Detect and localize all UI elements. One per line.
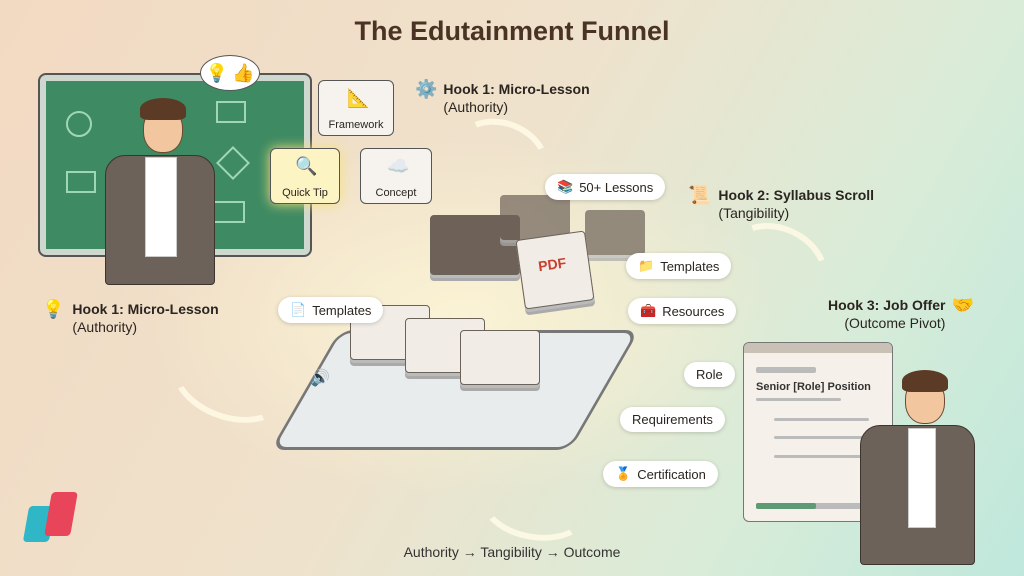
magnifier-question-icon: 🔍 [295, 156, 318, 176]
award-badge-icon: 🏅 [615, 466, 632, 481]
folder-icon: 📁 [638, 258, 655, 273]
footer-caption: Authority → Tangibility → Outcome [403, 544, 621, 560]
toolbox-icon: 🧰 [640, 303, 657, 318]
books-icon: 📚 [557, 179, 574, 194]
hook-title: Hook 1: Micro-Lesson [72, 301, 219, 317]
pdf-stack: PDF [515, 230, 595, 310]
job-position: Senior [Role] Position [756, 381, 871, 393]
templates-pill-left: 📄 Templates [278, 297, 384, 323]
cloud-icon: ☁️ [387, 156, 410, 176]
pill-label: Role [696, 367, 723, 382]
lightbulb-icon: 💡 [205, 63, 228, 83]
hook-subtitle: (Tangibility) [718, 205, 790, 221]
pill-label: Requirements [632, 412, 713, 427]
pill-label: 50+ Lessons [579, 179, 654, 195]
pill-label: Certification [637, 466, 706, 482]
handshake-icon: 🤝 [951, 295, 974, 315]
pill-label: Templates [660, 258, 720, 274]
brand-logo [22, 488, 86, 548]
framework-card: 📐 Framework [318, 80, 394, 136]
hook-2: 📜 Hook 2: Syllabus Scroll (Tangibility) [688, 186, 874, 222]
gear-icon: ⚙️ [415, 79, 438, 99]
flow-arrow [159, 321, 301, 439]
video-lesson-stack [500, 195, 570, 240]
hook-subtitle: (Authority) [72, 319, 137, 335]
resources-pill: 🧰 Resources [628, 298, 737, 324]
hook-title: Hook 1: Micro-Lesson [443, 81, 590, 97]
blueprint-icon: 📐 [347, 88, 370, 108]
quick-tip-card: 🔍 Quick Tip [270, 148, 340, 204]
hook-1-left: 💡 Hook 1: Micro-Lesson (Authority) [42, 300, 219, 336]
framework-label: Framework [328, 119, 384, 131]
scroll-icon: 📜 [688, 185, 711, 205]
pill-label: Resources [662, 303, 725, 319]
template-stack [460, 330, 540, 385]
flow-arrow [474, 460, 596, 550]
quick-tip-label: Quick Tip [282, 187, 328, 199]
certification-pill: 🏅 Certification [603, 461, 718, 487]
pill-label: Templates [312, 302, 372, 318]
video-lesson-stack [585, 210, 645, 255]
hook-title: Hook 3: Job Offer [828, 297, 946, 313]
concept-card: ☁️ Concept [360, 148, 432, 204]
thought-bubble: 💡👍 [200, 55, 260, 91]
hook-title: Hook 2: Syllabus Scroll [718, 187, 875, 203]
templates-pill-right: 📁 Templates [626, 253, 732, 279]
hook-1-top: ⚙️ Hook 1: Micro-Lesson (Authority) [415, 80, 590, 116]
hook-3: Hook 3: Job Offer (Outcome Pivot) 🤝 [828, 296, 974, 332]
lessons-pill: 📚 50+ Lessons [545, 174, 666, 200]
concept-label: Concept [375, 187, 417, 199]
role-pill: Role [684, 362, 735, 387]
thumbs-up-icon: 👍 [232, 63, 255, 83]
requirements-pill: Requirements [620, 407, 725, 432]
speaker-icon: 🔊 [310, 370, 330, 387]
document-icon: 📄 [290, 302, 307, 317]
lightbulb-icon: 💡 [42, 299, 65, 319]
hook-subtitle: (Authority) [443, 99, 508, 115]
hook-subtitle: (Outcome Pivot) [844, 315, 946, 331]
pdf-label: PDF [537, 254, 568, 275]
page-title: The Edutainment Funnel [354, 16, 670, 46]
